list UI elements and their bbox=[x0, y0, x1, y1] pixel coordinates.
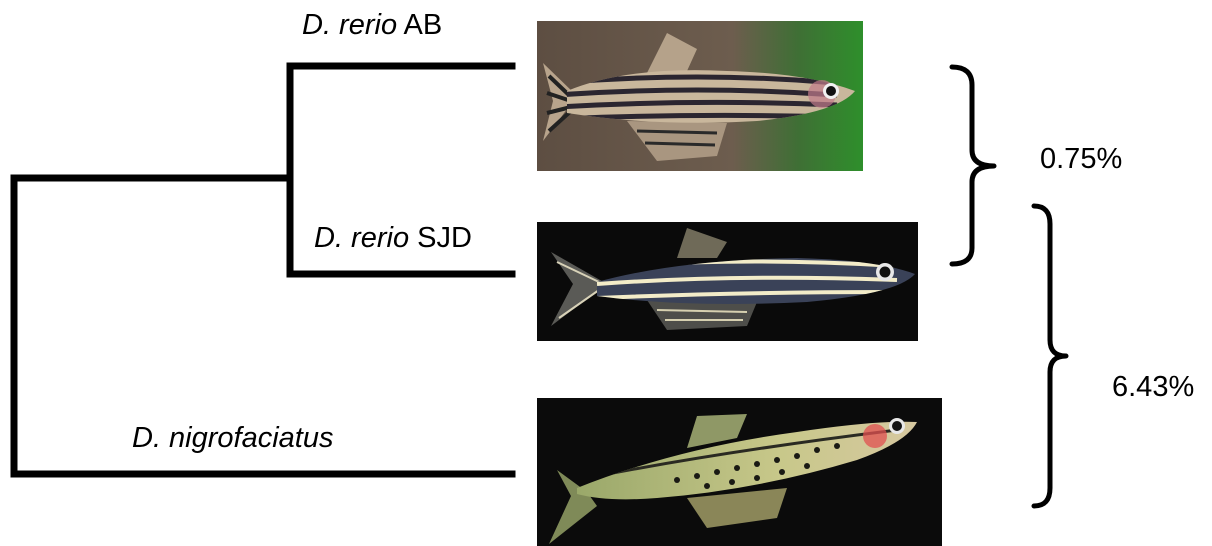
divergence-6-43: 6.43% bbox=[1112, 373, 1194, 402]
taxon-label-sjd: D. rerio SJD bbox=[314, 224, 472, 253]
genus-sjd: D. rerio bbox=[314, 222, 409, 254]
bracket-6-43 bbox=[1034, 206, 1066, 506]
divergence-0-75: 0.75% bbox=[1040, 145, 1122, 174]
taxon-label-ab: D. rerio AB bbox=[302, 11, 442, 40]
bracket-0-75 bbox=[952, 67, 994, 264]
taxon-label-nigrofaciatus: D. nigrofaciatus bbox=[132, 424, 334, 453]
danio-nigrofaciatus-photo bbox=[537, 398, 942, 546]
genus-nigrofaciatus: D. nigrofaciatus bbox=[132, 422, 334, 454]
genus-ab: D. rerio bbox=[302, 9, 397, 41]
strain-sjd: SJD bbox=[417, 222, 472, 254]
strain-ab: AB bbox=[404, 9, 443, 41]
zebrafish-ab-photo bbox=[537, 21, 863, 171]
zebrafish-sjd-photo bbox=[537, 222, 918, 341]
